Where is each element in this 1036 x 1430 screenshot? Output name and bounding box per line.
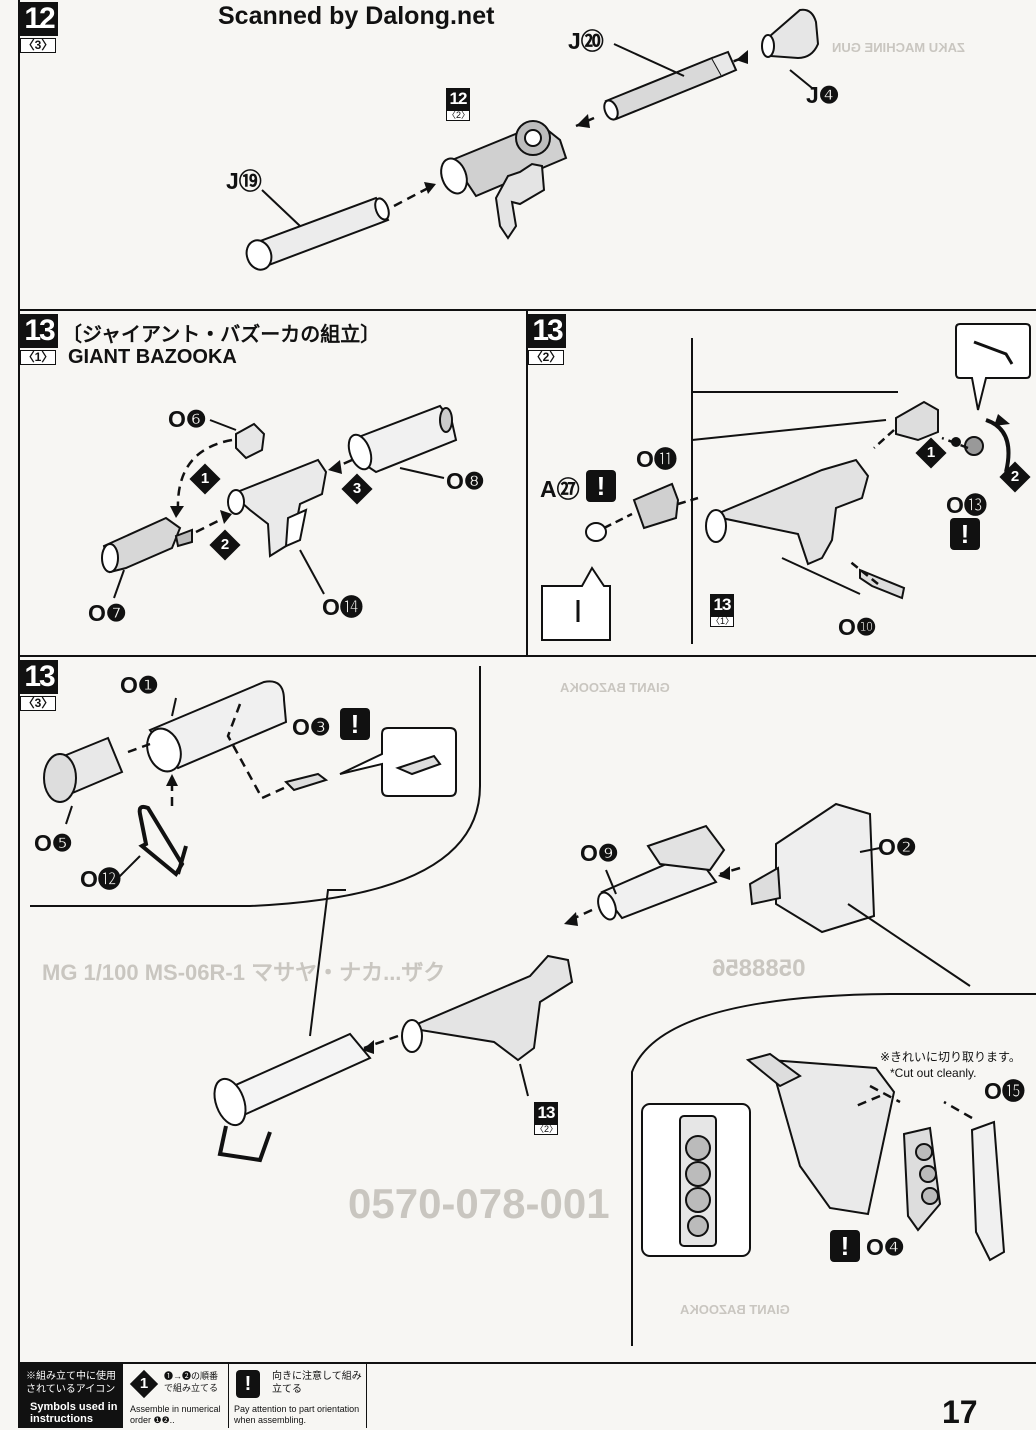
legend-jp: ※組み立て中に使用されているアイコン: [26, 1371, 116, 1395]
step-13-2-number: 13: [528, 314, 566, 348]
ref-step-13-1: 13: [710, 594, 734, 616]
step-13-title-jp: 〔ジャイアント・バズーカの組立〕: [62, 322, 381, 346]
footer-order: 1 ❶→❷の順番で組み立てる Assemble in numerical ord…: [124, 1364, 229, 1428]
label-o10: O❿: [838, 614, 877, 640]
label-o11: O⓫: [636, 446, 677, 472]
order-3-icon: 3: [341, 473, 373, 505]
divider-2: [18, 655, 1036, 657]
ref-step-13-2-sub: 〈2〉: [534, 1124, 559, 1135]
ref-step-12-2-sub: 〈2〉: [446, 110, 471, 121]
label-o2: O❷: [878, 834, 917, 860]
order-jp: ❶→❷の順番で組み立てる: [164, 1371, 219, 1393]
ref-step-13-2: 13: [534, 1102, 558, 1124]
orient-jp: 向きに注意して組み立てる: [272, 1371, 362, 1395]
warning-icon-a27: !: [586, 470, 616, 502]
order-2-icon-b: 2: [999, 461, 1031, 493]
order-2-icon: 2: [209, 529, 241, 561]
label-o4: O❹: [866, 1234, 905, 1260]
warning-icon-o13: !: [950, 518, 980, 550]
bleed-phone: 0570-078-001: [348, 1180, 610, 1227]
label-o5: O❺: [34, 830, 73, 856]
footer-order-icon: 1: [129, 1369, 159, 1399]
step-13-title-en: GIANT BAZOOKA: [68, 346, 237, 368]
label-o14: O⓮: [322, 594, 363, 620]
label-o15: O⓯: [984, 1078, 1025, 1104]
label-j19: J⑲: [226, 168, 262, 194]
step-13-2-diagram: [541, 323, 1031, 644]
step-13-1-sub: 〈1〉: [20, 350, 56, 365]
step-13-1-number: 13: [20, 314, 58, 348]
step-12-number: 12: [20, 2, 58, 36]
label-j4: J❹: [806, 82, 840, 108]
label-o13: O⓭: [946, 492, 987, 518]
divider-v: [526, 309, 528, 656]
note-en: *Cut out cleanly.: [890, 1066, 977, 1080]
ref-step-12-2: 12: [446, 88, 470, 110]
step-13-3-number: 13: [20, 660, 58, 694]
label-o6: O❻: [168, 406, 207, 432]
note-jp: ※きれいに切り取ります。: [880, 1050, 1021, 1064]
label-o8: O❽: [446, 468, 485, 494]
order-en: Assemble in numerical order ❶❷..: [130, 1404, 221, 1425]
left-border: [18, 0, 20, 1365]
label-a27: A㉗: [540, 476, 580, 502]
footer-warning-icon: !: [236, 1370, 260, 1398]
warning-icon-o4: !: [830, 1230, 860, 1262]
footer-line: [18, 1362, 1036, 1364]
label-o3: O❸: [292, 714, 331, 740]
label-o1: O❶: [120, 672, 159, 698]
watermark: Scanned by Dalong.net: [218, 2, 495, 30]
label-o7: O❼: [88, 600, 127, 626]
step-12-diagram: [245, 8, 820, 271]
step-13-3-sub: 〈3〉: [20, 696, 56, 711]
step-13-3-diagram: [30, 666, 1036, 1346]
step-12-sub: 〈3〉: [20, 38, 56, 53]
step-13-1-diagram: [101, 404, 458, 599]
ref-step-13-1-sub: 〈1〉: [710, 616, 735, 627]
label-j20: J⑳: [568, 28, 604, 54]
bleed-mg-title: MG 1/100 MS-06R-1 マサヤ・ナカ...ザク: [42, 960, 446, 985]
page-number: 17: [942, 1394, 978, 1430]
warning-icon-o3: !: [340, 708, 370, 740]
footer-legend: ※組み立て中に使用されているアイコン Symbols used in instr…: [18, 1364, 123, 1428]
label-o12: O⓬: [80, 866, 121, 892]
step-13-2-sub: 〈2〉: [528, 350, 564, 365]
label-o9: O❾: [580, 840, 619, 866]
order-1-icon: 1: [189, 463, 221, 495]
orient-en: Pay attention to part orientation when a…: [234, 1404, 360, 1425]
order-1-icon-b: 1: [915, 437, 947, 469]
footer-orient: ! 向きに注意して組み立てる Pay attention to part ori…: [230, 1364, 367, 1428]
legend-en: Symbols used in instructions: [30, 1401, 118, 1425]
